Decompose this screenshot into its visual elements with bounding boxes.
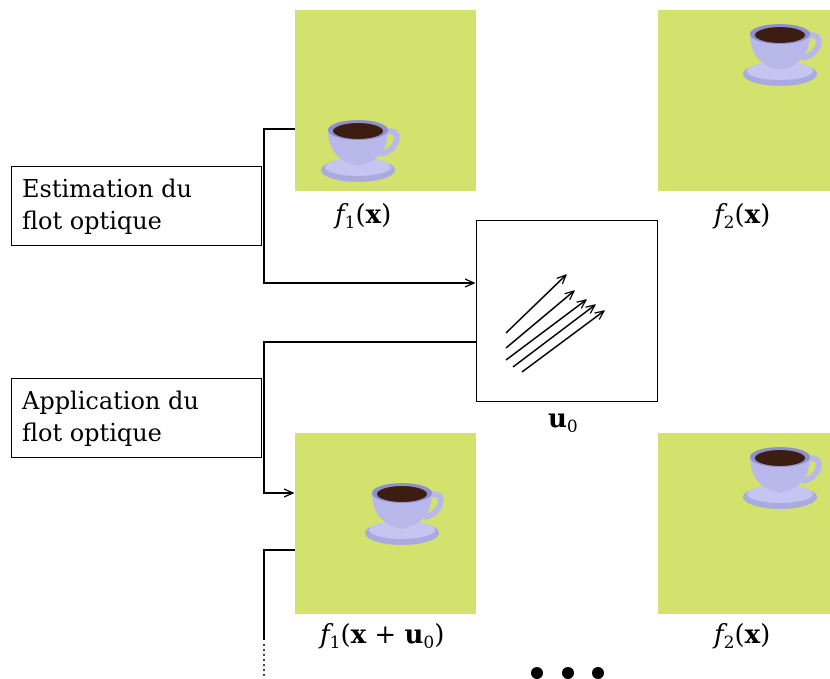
label-f1-top: f1(x) [335, 200, 392, 233]
coffee-cup-icon [321, 120, 400, 182]
application-line1: Application du [22, 387, 199, 415]
application-line2: flot optique [22, 419, 162, 447]
label-f1-warped: f1(x + u0) [320, 620, 445, 653]
image-f1-top [295, 10, 476, 191]
coffee-cup-icon [743, 447, 822, 509]
flow-field-box [476, 220, 658, 402]
coffee-cup-icon [743, 24, 822, 86]
application-box: Application du flot optique [11, 378, 262, 458]
label-f2-bottom: f2(x) [714, 620, 771, 653]
coffee-cup-icon [365, 483, 444, 545]
estimation-box: Estimation du flot optique [11, 166, 262, 246]
estimation-line2: flot optique [22, 207, 162, 235]
label-u0: u0 [548, 404, 578, 437]
flow-arrows-icon [505, 275, 604, 373]
ellipsis-icon [531, 667, 604, 679]
label-f2-top: f2(x) [714, 200, 771, 233]
estimation-line1: Estimation du [22, 175, 192, 203]
